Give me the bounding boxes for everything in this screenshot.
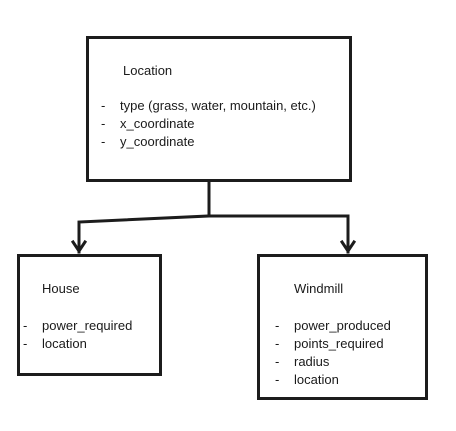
location-title: Location bbox=[123, 63, 173, 78]
arrowhead-house bbox=[70, 239, 88, 254]
edge-location-to-windmill bbox=[207, 214, 350, 254]
edge-location-to-house bbox=[77, 214, 211, 254]
windmill-title: Windmill bbox=[294, 281, 344, 296]
arrowhead-windmill bbox=[339, 239, 357, 254]
house-title: House bbox=[42, 281, 80, 296]
house-box: House -power_required -location bbox=[17, 254, 162, 376]
windmill-box: Windmill -power_produced -points_require… bbox=[257, 254, 428, 400]
location-box: Location -type (grass, water, mountain, … bbox=[86, 36, 352, 182]
